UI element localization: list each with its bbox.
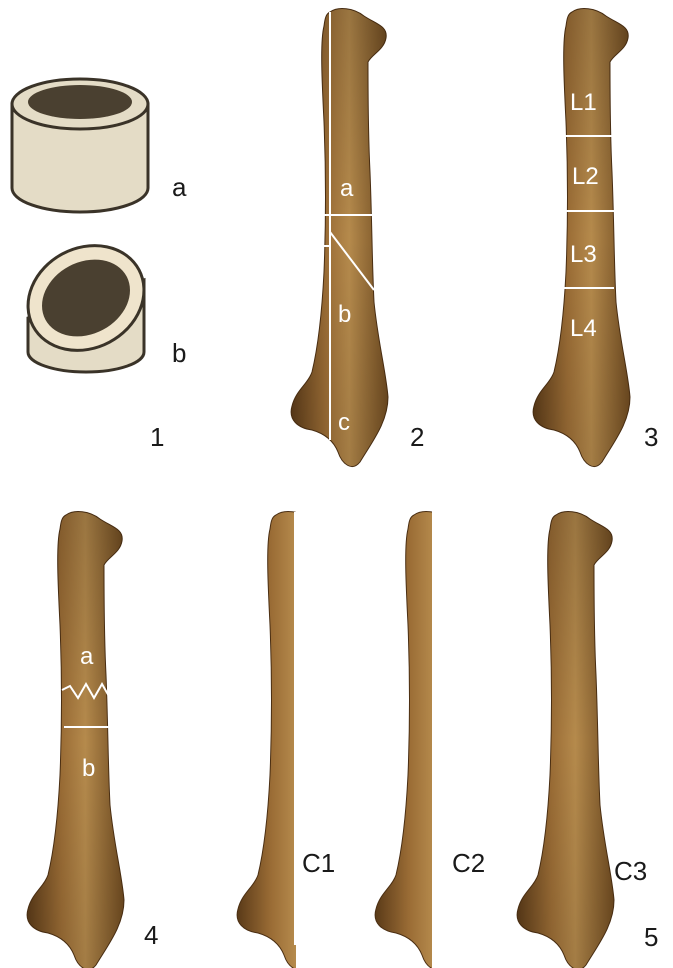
panel-label-3: 3 bbox=[644, 422, 658, 452]
panel-label-2: 2 bbox=[410, 422, 424, 452]
bone-panel-2 bbox=[291, 9, 388, 467]
tube-b-diagram bbox=[10, 226, 163, 372]
panel-1: a b 1 bbox=[10, 79, 187, 452]
panel4-label-b: b bbox=[82, 755, 95, 782]
c1-mask bbox=[224, 505, 260, 805]
segment-label-l1: L1 bbox=[570, 89, 597, 116]
c2-label: C2 bbox=[452, 848, 485, 878]
panel-2: a b c 2 bbox=[291, 9, 424, 467]
bone-panel-3 bbox=[533, 9, 630, 467]
tube-b-label: b bbox=[172, 338, 186, 368]
panel2-label-c: c bbox=[338, 409, 350, 436]
bone-panel-4 bbox=[27, 512, 124, 968]
tube-a-diagram bbox=[12, 79, 148, 212]
segment-label-l3: L3 bbox=[570, 241, 597, 268]
c3-label: C3 bbox=[614, 856, 647, 886]
panel-4: a b 4 bbox=[27, 512, 158, 968]
bone-c2 bbox=[375, 512, 472, 968]
segment-label-l2: L2 bbox=[572, 163, 599, 190]
panel2-label-a: a bbox=[340, 175, 354, 202]
panel-label-1: 1 bbox=[150, 422, 164, 452]
panel4-label-a: a bbox=[80, 643, 94, 670]
segment-label-l4: L4 bbox=[570, 315, 597, 342]
panel-5: C1 C2 C3 5 bbox=[224, 505, 658, 968]
c1-label: C1 bbox=[302, 848, 335, 878]
tube-a-label: a bbox=[172, 172, 187, 202]
panel2-label-b: b bbox=[338, 301, 351, 328]
panel-3: L1 L2 L3 L4 3 bbox=[533, 9, 658, 467]
panel-label-5: 5 bbox=[644, 922, 658, 952]
panel-label-4: 4 bbox=[144, 920, 158, 950]
bone-c3 bbox=[517, 512, 614, 968]
